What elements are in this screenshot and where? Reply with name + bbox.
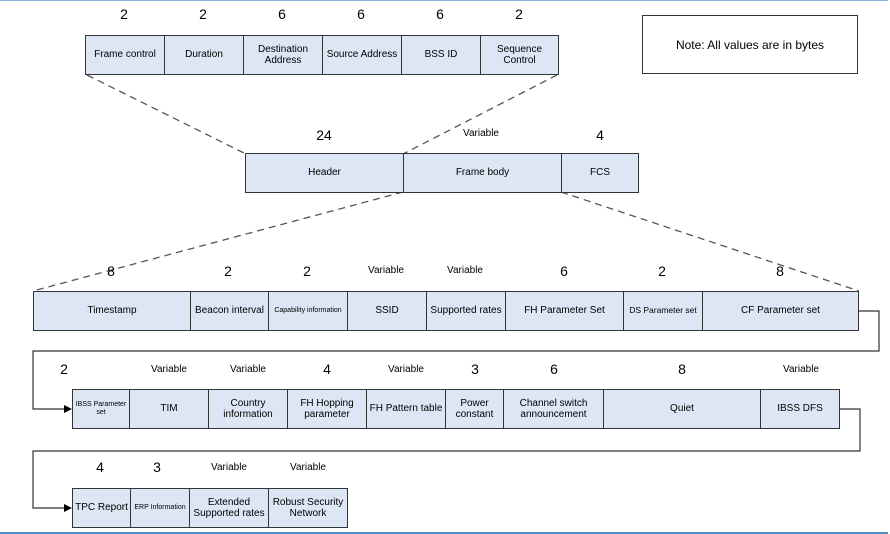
field-fh-parameter-set: FH Parameter Set — [505, 291, 624, 331]
field-ssid: SSID — [347, 291, 427, 331]
arrow-head-row3 — [64, 504, 72, 512]
size-label: Variable — [463, 128, 499, 139]
field-fh-hopping-parameter: FH Hopping parameter — [287, 389, 367, 429]
wrap-line-row1 — [32, 310, 880, 410]
field-bss-id: BSS ID — [401, 35, 481, 75]
size-label: 6 — [436, 6, 444, 22]
size-label: 6 — [278, 6, 286, 22]
field-tim: TIM — [129, 389, 209, 429]
size-label: Variable — [290, 462, 326, 473]
field-capability-information: Capability information — [268, 291, 348, 331]
size-label: 2 — [224, 263, 232, 279]
size-label: 2 — [303, 263, 311, 279]
field-source-address: Source Address — [322, 35, 402, 75]
size-label: 2 — [658, 263, 666, 279]
zoom-line-header-right — [402, 74, 558, 155]
size-label: Variable — [783, 364, 819, 375]
field-header: Header — [245, 153, 404, 193]
field-duration: Duration — [164, 35, 244, 75]
size-label: 8 — [678, 361, 686, 377]
size-label: Variable — [447, 265, 483, 276]
size-label: 6 — [357, 6, 365, 22]
field-supported-rates: Supported rates — [426, 291, 506, 331]
size-label: Variable — [388, 364, 424, 375]
size-label: 3 — [153, 459, 161, 475]
field-fh-pattern-table: FH Pattern table — [366, 389, 446, 429]
field-ds-parameter-set: DS Parameter set — [623, 291, 703, 331]
arrow-head-row2 — [64, 405, 72, 413]
field-tpc-report: TPC Report — [72, 488, 131, 528]
field-power-constant: Power constant — [445, 389, 504, 429]
field-destination-address: Destination Address — [243, 35, 323, 75]
size-label: 3 — [471, 361, 479, 377]
field-timestamp: Timestamp — [33, 291, 191, 331]
size-label: 24 — [316, 127, 332, 143]
field-fcs: FCS — [561, 153, 639, 193]
field-ibss-dfs: IBSS DFS — [760, 389, 840, 429]
size-label: 6 — [550, 361, 558, 377]
wrap-line-row2 — [32, 408, 861, 509]
field-cf-parameter-set: CF Parameter set — [702, 291, 859, 331]
field-frame-control: Frame control — [85, 35, 165, 75]
field-frame-body: Frame body — [403, 153, 562, 193]
field-erp-information: ERP Information — [130, 488, 190, 528]
size-label: Variable — [211, 462, 247, 473]
size-label: 2 — [120, 6, 128, 22]
zoom-line-body-left — [32, 191, 404, 292]
field-ibss-parameter-set: IBSS Parameter set — [72, 389, 130, 429]
size-label: Variable — [151, 364, 187, 375]
field-channel-switch-announcement: Channel switch announcement — [503, 389, 604, 429]
size-label: 6 — [560, 263, 568, 279]
size-label: 8 — [107, 263, 115, 279]
size-label: 2 — [199, 6, 207, 22]
field-extended-supported-rates: Extended Supported rates — [189, 488, 269, 528]
zoom-line-body-right — [560, 191, 860, 292]
note-box: Note: All values are in bytes — [642, 15, 858, 74]
field-beacon-interval: Beacon interval — [190, 291, 269, 331]
field-country-information: Country information — [208, 389, 288, 429]
field-robust-security-network: Robust Security Network — [268, 488, 348, 528]
field-quiet: Quiet — [603, 389, 761, 429]
zoom-line-header-left — [86, 74, 247, 155]
size-label: Variable — [230, 364, 266, 375]
size-label: 4 — [323, 361, 331, 377]
size-label: 8 — [776, 263, 784, 279]
size-label: 2 — [60, 361, 68, 377]
size-label: 4 — [596, 127, 604, 143]
size-label: Variable — [368, 265, 404, 276]
field-sequence-control: Sequence Control — [480, 35, 559, 75]
size-label: 2 — [515, 6, 523, 22]
size-label: 4 — [96, 459, 104, 475]
